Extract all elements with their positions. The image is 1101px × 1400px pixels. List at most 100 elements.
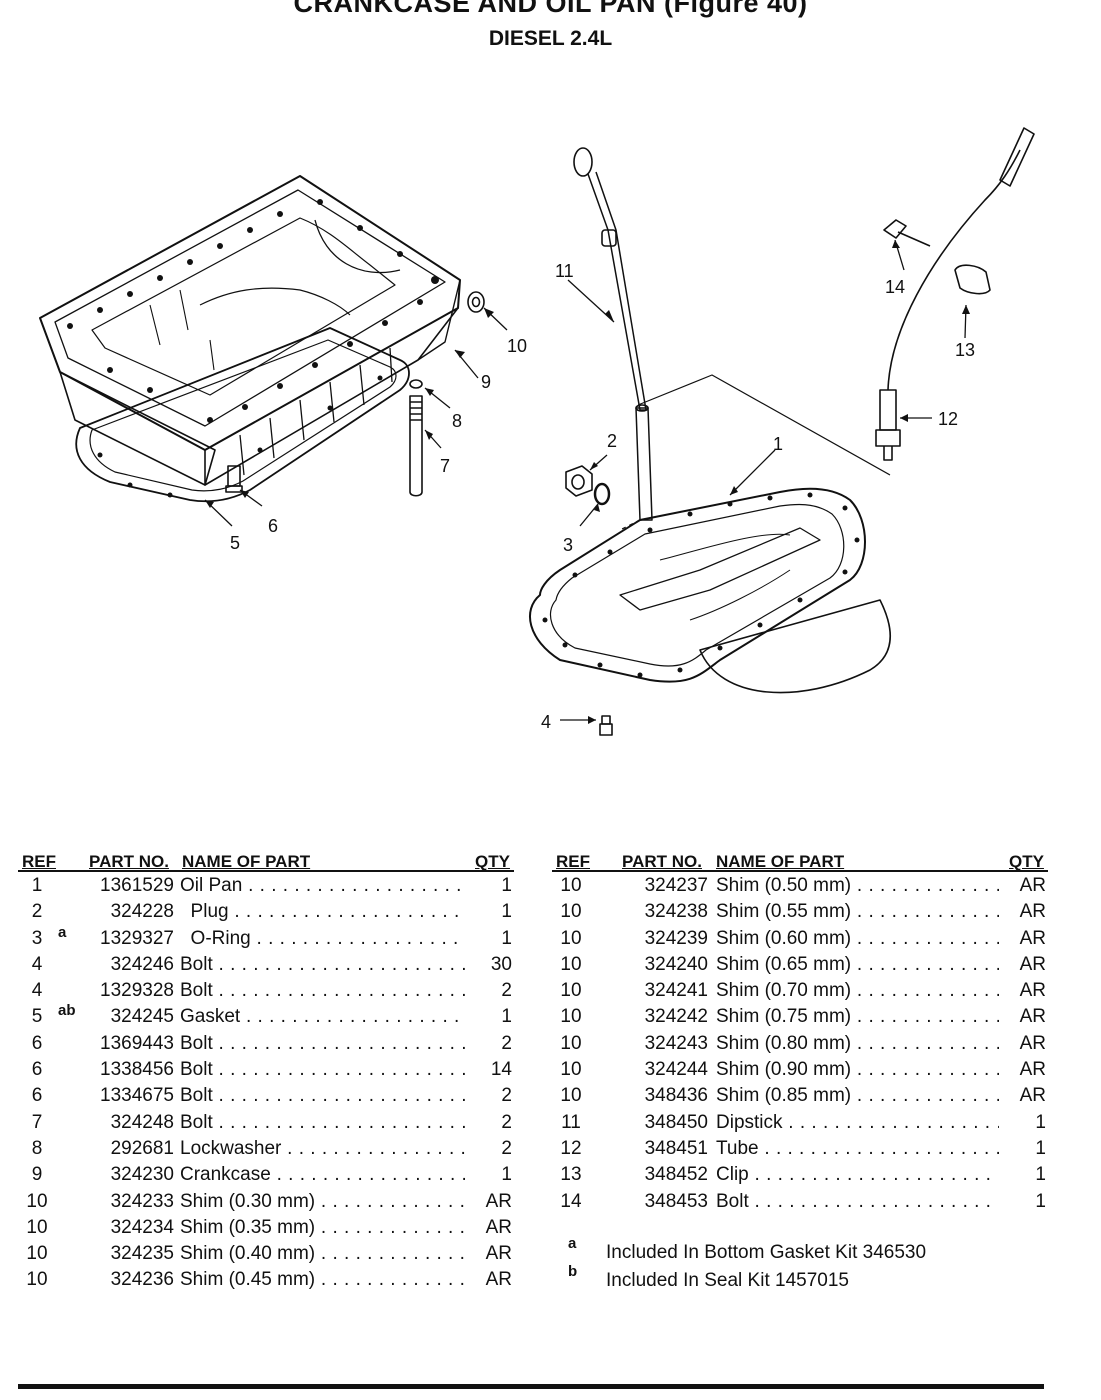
part-name-cell: Bolt bbox=[180, 1085, 470, 1107]
ref-cell: 3 bbox=[31, 927, 43, 949]
header-name: NAME OF PART bbox=[182, 852, 311, 871]
ref-cell: 9 bbox=[31, 1164, 43, 1186]
footnote-mark: b bbox=[568, 1263, 578, 1280]
table-header: REF PART NO. NAME OF PART QTY bbox=[18, 850, 516, 874]
header-rule bbox=[552, 870, 1048, 872]
part-no-cell: 1329328 bbox=[100, 980, 174, 1002]
ref-cell: 10 bbox=[560, 1059, 582, 1081]
qty-cell: 2 bbox=[465, 1085, 512, 1108]
part-name-cell: Shim (0.55 mm) bbox=[716, 901, 1004, 923]
part-no-cell: 324248 bbox=[110, 1111, 174, 1133]
shim-washer-drawing bbox=[467, 291, 485, 313]
part-name-cell: Shim (0.35 mm) bbox=[180, 1217, 470, 1239]
ref-cell: 5 bbox=[31, 1006, 43, 1028]
part-no-cell: 348452 bbox=[644, 1164, 708, 1186]
qty-cell: 1 bbox=[999, 1164, 1046, 1187]
part-name-cell: Clip bbox=[716, 1164, 1004, 1186]
header-part-no: PART NO. bbox=[89, 852, 169, 871]
ref-cell: 6 bbox=[31, 1059, 43, 1081]
qty-cell: 1 bbox=[465, 927, 512, 950]
header-qty: QTY bbox=[475, 852, 510, 871]
assembly-guide-lines bbox=[619, 374, 891, 531]
qty-cell: AR bbox=[999, 1006, 1046, 1029]
part-name-cell: Bolt bbox=[180, 1059, 470, 1081]
part-no-cell: 1361529 bbox=[100, 875, 174, 896]
qty-cell: AR bbox=[465, 1243, 512, 1266]
qty-cell: AR bbox=[999, 901, 1046, 924]
oil-pan-drawing bbox=[529, 487, 891, 694]
part-no-cell: 324245 bbox=[110, 1006, 174, 1028]
ref-cell: 10 bbox=[560, 901, 582, 923]
qty-cell: 1 bbox=[465, 1164, 512, 1187]
ref-cell: 1 bbox=[31, 875, 43, 896]
ref-cell: 8 bbox=[31, 1137, 43, 1159]
table-row: 61338456Bolt14 bbox=[18, 1058, 516, 1084]
part-no-cell: 324233 bbox=[110, 1190, 174, 1212]
qty-cell: 1 bbox=[999, 1137, 1046, 1160]
ref-cell: 10 bbox=[560, 875, 582, 896]
part-no-cell: 324237 bbox=[644, 875, 708, 896]
footnote-text: Included In Seal Kit 1457015 bbox=[606, 1270, 849, 1291]
qty-cell: 2 bbox=[465, 980, 512, 1003]
callout-8: 8 bbox=[452, 411, 462, 431]
ref-cell: 6 bbox=[31, 1085, 43, 1107]
ref-cell: 10 bbox=[26, 1243, 48, 1265]
part-name-cell: Shim (0.75 mm) bbox=[716, 1006, 1004, 1028]
ref-cell: 10 bbox=[560, 927, 582, 949]
part-no-cell: 348436 bbox=[644, 1085, 708, 1107]
part-name-cell: Shim (0.30 mm) bbox=[180, 1191, 470, 1213]
part-name-cell: Bolt bbox=[180, 1112, 470, 1134]
qty-cell: 1 bbox=[465, 901, 512, 924]
part-name-cell: Crankcase bbox=[180, 1164, 470, 1186]
qty-cell: AR bbox=[999, 1085, 1046, 1108]
header-qty: QTY bbox=[1009, 852, 1044, 871]
exploded-parts-diagram: 1 2 3 4 5 6 7 8 9 10 11 12 13 14 bbox=[39, 127, 1035, 736]
part-no-cell: 324234 bbox=[110, 1216, 174, 1238]
part-no-cell: 324238 bbox=[644, 901, 708, 923]
callout-9: 9 bbox=[481, 372, 491, 392]
part-name-cell: Shim (0.85 mm) bbox=[716, 1085, 1004, 1107]
ref-cell: 10 bbox=[26, 1216, 48, 1238]
table-header: REF PART NO. NAME OF PART QTY bbox=[552, 850, 1050, 874]
part-name-cell: Bolt bbox=[180, 980, 470, 1002]
qty-cell: 1 bbox=[465, 875, 512, 897]
page-bottom-rule bbox=[18, 1384, 1044, 1389]
callout-11: 11 bbox=[555, 261, 574, 281]
ref-cell: 11 bbox=[561, 1111, 581, 1133]
callout-6: 6 bbox=[268, 516, 278, 536]
table-row: 10 324235 Shim (0.40 mm)AR bbox=[18, 1242, 516, 1268]
footnote-mark: a bbox=[568, 1235, 577, 1252]
qty-cell: 30 bbox=[465, 953, 512, 976]
ref-cell: 10 bbox=[26, 1190, 48, 1212]
ref-cell: 12 bbox=[560, 1137, 582, 1159]
leader-arrowheads bbox=[205, 240, 970, 724]
part-name-cell: Shim (0.45 mm) bbox=[180, 1269, 470, 1291]
part-no-cell: 324235 bbox=[110, 1243, 174, 1265]
part-name-cell: Shim (0.40 mm) bbox=[180, 1243, 470, 1265]
table-row: 14348453Bolt1 bbox=[552, 1190, 1050, 1216]
ref-cell: 4 bbox=[31, 980, 43, 1002]
part-name-cell: Shim (0.80 mm) bbox=[716, 1033, 1004, 1055]
part-no-cell: 324236 bbox=[110, 1269, 174, 1291]
footnote-text: Included In Bottom Gasket Kit 346530 bbox=[606, 1242, 927, 1263]
ref-cell: 10 bbox=[560, 980, 582, 1002]
part-name-cell: Dipstick bbox=[716, 1112, 1004, 1134]
qty-cell: AR bbox=[465, 1190, 512, 1213]
part-no-cell: 324243 bbox=[644, 1032, 708, 1054]
page-subtitle: DIESEL 2.4L bbox=[488, 27, 613, 50]
qty-cell: 14 bbox=[465, 1059, 512, 1082]
gasket-drawing bbox=[75, 327, 410, 503]
part-no-cell: 348453 bbox=[644, 1190, 708, 1212]
part-name-cell: Gasket bbox=[180, 1006, 470, 1028]
table-row: 61369443Bolt2 bbox=[18, 1032, 516, 1058]
table-row: 13348452Clip1 bbox=[552, 1163, 1050, 1189]
callout-12: 12 bbox=[938, 409, 958, 429]
